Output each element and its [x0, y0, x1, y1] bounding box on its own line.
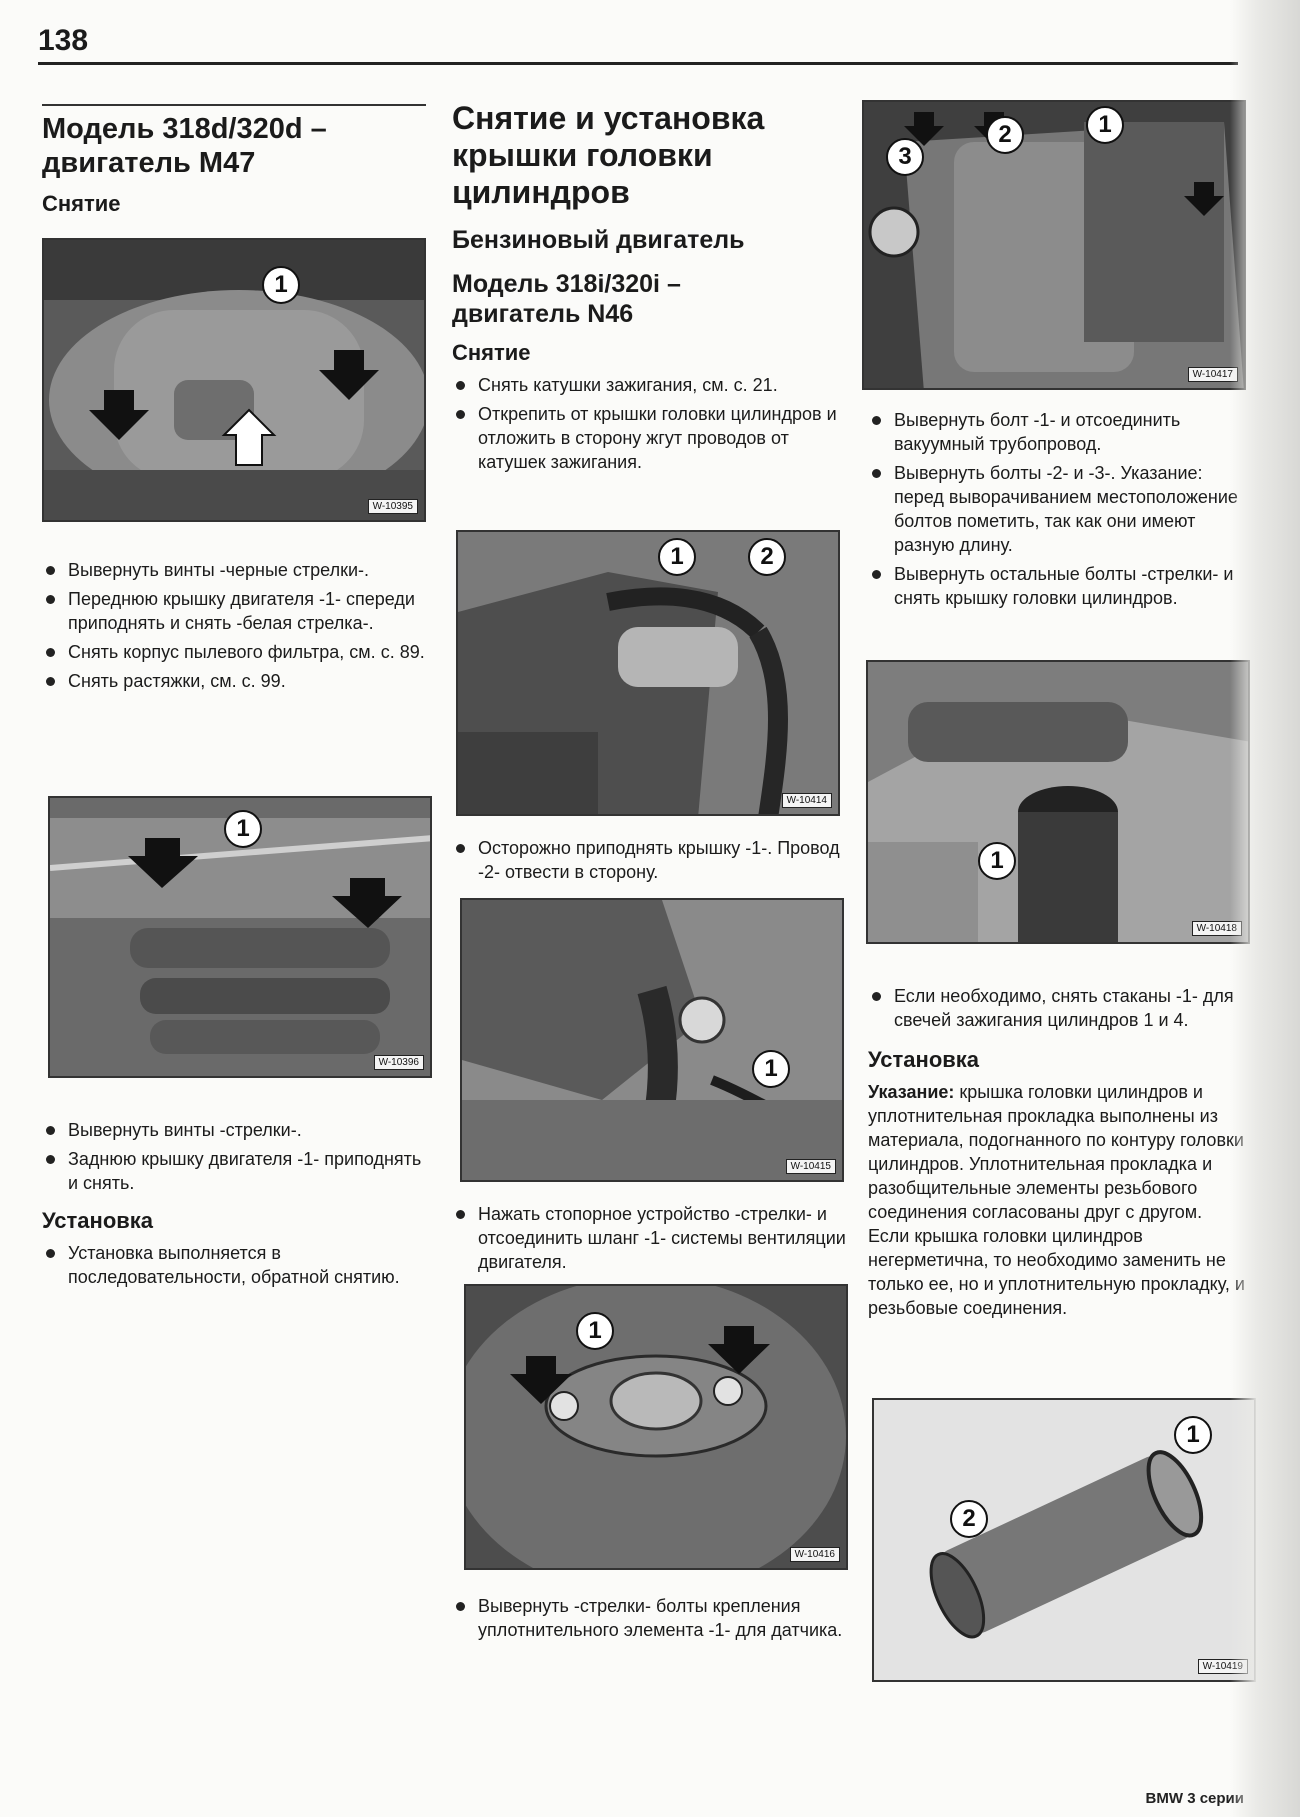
page-number: 138	[38, 24, 89, 57]
list-item: Вывернуть -стрелки- болты крепления упло…	[452, 1594, 852, 1642]
list-item: Снять растяжки, см. с. 99.	[42, 669, 432, 693]
list-item: Вывернуть остальные болты -стрелки- и сн…	[868, 562, 1248, 610]
list-item: Вывернуть винты -черные стрелки-.	[42, 558, 432, 582]
column-1-header: Модель 318d/320d – двигатель M47 Снятие	[42, 112, 432, 224]
engine-type-subtitle: Бензиновый двигатель	[452, 226, 745, 254]
figure-code: W-10416	[789, 1547, 840, 1562]
list-item: Осторожно приподнять крышку -1-. Провод …	[452, 836, 852, 884]
callout-2: 2	[748, 538, 786, 576]
callout-1: 1	[752, 1050, 790, 1088]
figure-code: W-10414	[781, 793, 832, 808]
list-item: Вывернуть болт -1- и отсоединить вакуумн…	[868, 408, 1248, 456]
column-2-header: Снятие и установка крышки головки цилинд…	[452, 100, 852, 479]
figure-w10415: 1 W-10415	[460, 898, 844, 1182]
cover-lift-photo	[458, 532, 838, 814]
list-item: Заднюю крышку двигателя -1- приподнять и…	[42, 1147, 432, 1195]
rear-cover-photo	[50, 798, 430, 1076]
callout-1: 1	[262, 266, 300, 304]
list-item: Вывернуть болты -2- и -3-. Указание: пер…	[868, 461, 1248, 557]
footer-series: BMW 3 серии	[1145, 1790, 1244, 1807]
callout-2: 2	[950, 1500, 988, 1538]
cylinder-head-cover-photo	[864, 102, 1244, 388]
header-rule	[38, 62, 1238, 65]
callout-1: 1	[978, 842, 1016, 880]
model-title-n46: Модель 318i/320i – двигатель N46	[452, 270, 681, 328]
list-item: Открепить от крышки головки цилиндров и …	[452, 402, 852, 474]
column-2-steps-c: Нажать стопорное устройство -стрелки- и …	[452, 1202, 852, 1279]
note-label: Указание:	[868, 1082, 955, 1102]
install-heading: Установка	[868, 1047, 980, 1072]
figure-code: W-10395	[367, 499, 418, 514]
figure-code: W-10415	[785, 1159, 836, 1174]
figure-code: W-10418	[1191, 921, 1242, 936]
list-item: Снять корпус пылевого фильтра, см. с. 89…	[42, 640, 432, 664]
figure-w10416: 1 W-10416	[464, 1284, 848, 1570]
callout-1: 1	[1174, 1416, 1212, 1454]
install-heading: Установка	[42, 1208, 154, 1233]
callout-1: 1	[576, 1312, 614, 1350]
engine-cover-photo	[44, 240, 424, 520]
figure-w10419: 1 2 W-10419	[872, 1398, 1256, 1682]
list-item: Установка выполняется в последовательнос…	[42, 1241, 432, 1289]
model-title-m47: Модель 318d/320d – двигатель M47	[42, 113, 327, 179]
list-item: Если необходимо, снять стаканы -1- для с…	[868, 984, 1248, 1032]
list-item: Нажать стопорное устройство -стрелки- и …	[452, 1202, 852, 1274]
column-1-steps-b: Вывернуть винты -стрелки-. Заднюю крышку…	[42, 1118, 432, 1294]
column-rule	[42, 104, 426, 106]
callout-2: 2	[986, 116, 1024, 154]
note-text: крышка головки цилиндров и уплотнительна…	[868, 1082, 1245, 1318]
article-title: Снятие и установка крышки головки цилинд…	[452, 100, 765, 210]
callout-1: 1	[1086, 106, 1124, 144]
figure-w10418: 1 W-10418	[866, 660, 1250, 944]
figure-w10395: 1 W-10395	[42, 238, 426, 522]
removal-heading: Снятие	[42, 191, 121, 216]
figure-w10396: 1 W-10396	[48, 796, 432, 1078]
callout-3: 3	[886, 138, 924, 176]
figure-code: W-10396	[373, 1055, 424, 1070]
column-2-steps-b: Осторожно приподнять крышку -1-. Провод …	[452, 836, 852, 889]
column-3-steps-a: Вывернуть болт -1- и отсоединить вакуумн…	[868, 408, 1248, 615]
note-paragraph: Указание: крышка головки цилиндров и упл…	[868, 1080, 1248, 1320]
breather-hose-photo	[462, 900, 842, 1180]
page-edge-shadow	[1230, 0, 1300, 1817]
column-2-steps-d: Вывернуть -стрелки- болты крепления упло…	[452, 1594, 852, 1647]
spark-plug-tube-photo	[868, 662, 1248, 942]
removal-heading: Снятие	[452, 340, 531, 365]
column-3-steps-b: Если необходимо, снять стаканы -1- для с…	[868, 984, 1248, 1320]
list-item: Переднюю крышку двигателя -1- спереди пр…	[42, 587, 432, 635]
sensor-seal-photo	[466, 1286, 846, 1568]
callout-1: 1	[224, 810, 262, 848]
figure-w10417: 3 2 1 W-10417	[862, 100, 1246, 390]
column-1-steps-a: Вывернуть винты -черные стрелки-. Передн…	[42, 558, 432, 698]
tube-seal-photo	[874, 1400, 1254, 1680]
list-item: Вывернуть винты -стрелки-.	[42, 1118, 432, 1142]
list-item: Снять катушки зажигания, см. с. 21.	[452, 373, 852, 397]
figure-w10414: 1 2 W-10414	[456, 530, 840, 816]
callout-1: 1	[658, 538, 696, 576]
